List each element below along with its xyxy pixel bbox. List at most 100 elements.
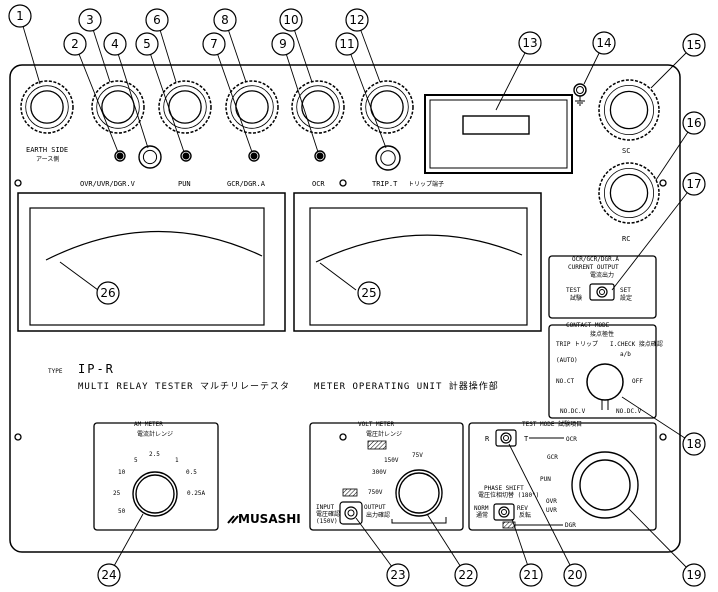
pun-small-terminal[interactable]	[180, 150, 192, 162]
earth-side-jack[interactable]	[20, 80, 74, 134]
uvr-mode-label: UVR	[546, 507, 557, 514]
callout-17: 17	[682, 172, 706, 196]
am-meter-box	[93, 422, 219, 531]
current-output-title1: OCR/GCR/DGR.A	[572, 256, 619, 263]
callout-15: 15	[682, 33, 706, 57]
am-scale-2-5: 2.5	[149, 451, 160, 458]
callout-number: 24	[101, 568, 116, 582]
trip-t-jack[interactable]	[360, 80, 414, 134]
off-label: OFF	[632, 378, 643, 385]
front-panel	[9, 64, 681, 553]
phase-shift-jp-label: 電圧位相切替 (180°)	[478, 491, 539, 499]
volt-meter-box	[309, 422, 464, 531]
input-output-toggle[interactable]	[339, 501, 363, 525]
contact-mode-knob[interactable]	[586, 363, 624, 410]
callout-number: 13	[522, 36, 537, 50]
ocr-label: OCR	[312, 180, 325, 188]
am-meter-title-jp: 電流計レンジ	[137, 430, 173, 438]
test-mode-knob[interactable]	[571, 451, 639, 519]
callout-number: 26	[100, 286, 115, 300]
callout-number: 25	[361, 286, 376, 300]
rc-label: RC	[622, 235, 630, 243]
current-output-box	[548, 255, 657, 319]
callout-6: 6	[145, 8, 169, 32]
gcr-small-terminal[interactable]	[248, 150, 260, 162]
dgr-mode-label: DGR	[565, 522, 576, 529]
callout-number: 7	[210, 37, 218, 51]
am-scale-10: 10	[118, 469, 126, 476]
volt-meter-title-jp: 電圧計レンジ	[366, 430, 402, 438]
phase-shift-toggle[interactable]	[493, 503, 515, 521]
callout-8: 8	[213, 8, 237, 32]
callout-number: 23	[390, 568, 405, 582]
trip-t-label: TRIP.T	[372, 180, 398, 188]
musashi-logo: MUSASHI	[227, 512, 301, 526]
ovr-small-terminal[interactable]	[114, 150, 126, 162]
callout-23: 23	[386, 563, 410, 587]
test-mode-title: TEST MODE 試験項目	[522, 420, 582, 428]
volt-scale-75v: 75V	[412, 452, 423, 459]
sc-jack[interactable]	[598, 79, 660, 141]
contact-mode-title: CONTACT MODE	[566, 322, 610, 329]
no-dcv-right-label: NO.DC.V	[616, 408, 642, 415]
rc-jack[interactable]	[598, 162, 660, 224]
ocr-small-terminal[interactable]	[314, 150, 326, 162]
no-dcv-left-label: NO.DC.V	[560, 408, 586, 415]
trip-t-socket[interactable]	[375, 145, 401, 171]
callout-12: 12	[345, 8, 369, 32]
no-ct-label: NO.CT	[556, 378, 574, 385]
callout-number: 5	[143, 37, 151, 51]
ovr-socket[interactable]	[138, 145, 162, 169]
type-value: IP-R	[78, 362, 115, 376]
phase-shift-label: PHASE SHIFT	[484, 485, 524, 492]
rev-jp-label: 反転	[519, 511, 531, 519]
test-set-toggle[interactable]	[589, 283, 615, 301]
test-jp-label: 試験	[570, 294, 582, 302]
volt-hatch-top	[367, 440, 387, 450]
ovr-label: OVR/UVR/DGR.V	[80, 180, 136, 188]
ocr-jack[interactable]	[291, 80, 345, 134]
trip-mode-label: TRIP トリップ	[556, 341, 598, 348]
output-label: OUTPUT	[364, 504, 386, 511]
callout-leader-lines	[19, 15, 695, 576]
earth-side-label: EARTH SIDE	[26, 146, 68, 154]
callout-18: 18	[682, 432, 706, 456]
callout-number: 10	[283, 13, 298, 27]
trip-t-jp-label: トリップ端子	[408, 180, 444, 188]
earth-side-jp-label: アース側	[36, 155, 59, 163]
set-label: SET	[620, 287, 631, 294]
callout-number: 21	[523, 568, 538, 582]
r-t-toggle[interactable]	[495, 429, 564, 447]
callout-number: 8	[221, 13, 229, 27]
callout-2: 2	[63, 32, 87, 56]
am-meter-title: AM METER	[134, 421, 163, 428]
type-label: TYPE	[48, 368, 63, 375]
callout-24: 24	[97, 563, 121, 587]
digital-display	[424, 94, 573, 174]
ovr-jack-a[interactable]	[91, 80, 145, 134]
callout-7: 7	[202, 32, 226, 56]
pun-jack[interactable]	[158, 80, 212, 134]
volt-hatch-bottom	[342, 488, 358, 497]
callout-4: 4	[103, 32, 127, 56]
icheck-label: I.CHECK 接点確認	[610, 340, 663, 348]
callout-10: 10	[279, 8, 303, 32]
am-scale-50: 50	[118, 508, 126, 515]
contact-mode-box	[548, 324, 657, 419]
ovr-mode-label: OVR	[546, 498, 557, 505]
norm-jp-label: 通常	[476, 511, 488, 519]
callout-11: 11	[335, 32, 359, 56]
am-meter-knob[interactable]	[132, 471, 178, 517]
am-scale-0-25a: 0.25A	[187, 490, 205, 497]
test-label: TEST	[566, 287, 581, 294]
volt-meter-knob[interactable]	[391, 469, 447, 524]
pun-label: PUN	[178, 180, 191, 188]
callout-number: 16	[686, 116, 701, 130]
am-scale-25: 25	[113, 490, 121, 497]
callout-13: 13	[518, 31, 542, 55]
gcr-jack[interactable]	[225, 80, 279, 134]
callout-number: 11	[339, 37, 354, 51]
callout-21: 21	[519, 563, 543, 587]
callout-number: 9	[279, 37, 287, 51]
